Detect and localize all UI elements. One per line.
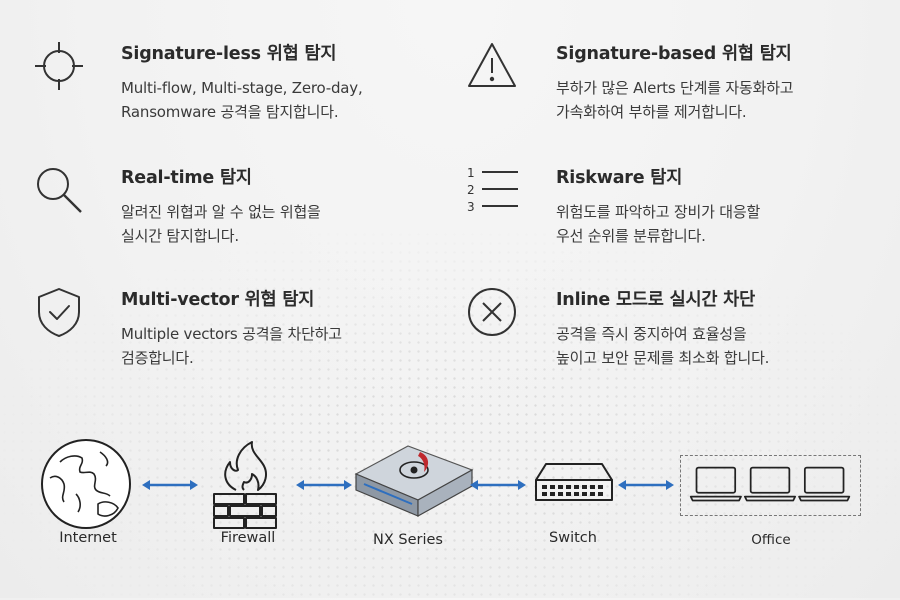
connection-arrow bbox=[618, 477, 674, 491]
laptop-icon bbox=[798, 466, 851, 502]
search-icon bbox=[33, 164, 85, 216]
feature-description: Multi-flow, Multi-stage, Zero-day,Ransom… bbox=[121, 79, 363, 121]
feature-title: Signature-based 위협 탐지 bbox=[556, 44, 792, 64]
internet-label: Internet bbox=[59, 530, 117, 546]
numbered-list-icon: 1 2 3 bbox=[466, 164, 518, 216]
connection-arrow bbox=[142, 477, 198, 491]
nx-appliance-icon bbox=[352, 440, 476, 522]
laptop-icon bbox=[689, 466, 742, 502]
circle-x-icon bbox=[466, 286, 518, 338]
dotted-wave-background bbox=[0, 230, 900, 600]
firewall-icon bbox=[212, 440, 280, 530]
crosshair-icon bbox=[33, 40, 85, 92]
feature-title: Real-time 탐지 bbox=[121, 168, 252, 188]
shield-check-icon bbox=[33, 286, 85, 338]
connection-arrow bbox=[470, 477, 526, 491]
office-group bbox=[680, 455, 861, 516]
feature-title: Inline 모드로 실시간 차단 bbox=[556, 290, 755, 310]
laptop-icon bbox=[743, 466, 797, 502]
globe-icon bbox=[40, 438, 132, 530]
warning-triangle-icon bbox=[466, 40, 518, 92]
feature-title: Riskware 탐지 bbox=[556, 168, 683, 188]
feature-title: Signature-less 위협 탐지 bbox=[121, 44, 337, 64]
svg-text:1: 1 bbox=[467, 166, 475, 180]
feature-title: Multi-vector 위협 탐지 bbox=[121, 290, 315, 310]
connection-arrow bbox=[296, 477, 352, 491]
nx-series-label: NX Series bbox=[373, 532, 443, 548]
office-label: Office bbox=[751, 532, 791, 548]
svg-text:3: 3 bbox=[467, 200, 475, 214]
svg-text:2: 2 bbox=[467, 183, 475, 197]
firewall-label: Firewall bbox=[220, 530, 276, 546]
switch-icon bbox=[534, 462, 614, 504]
switch-label: Switch bbox=[549, 530, 597, 546]
